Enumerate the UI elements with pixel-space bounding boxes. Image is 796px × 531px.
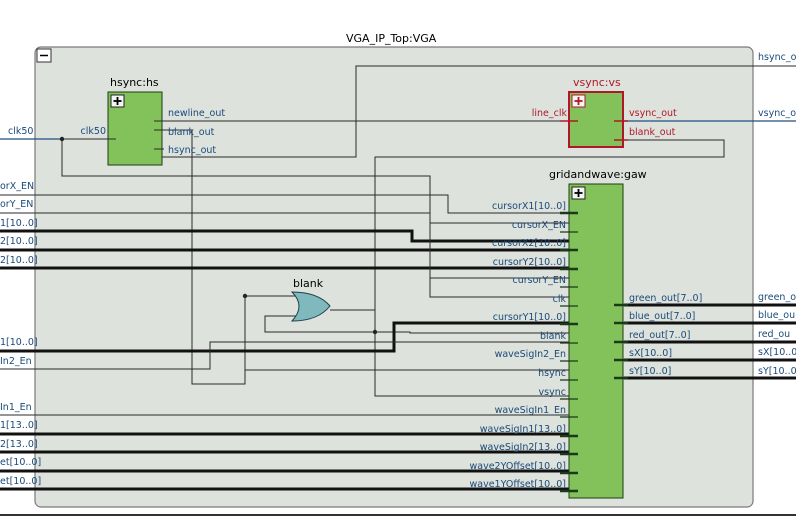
- right-ports: hsync_ou vsync_ou green_ou blue_ou red_o…: [758, 52, 796, 377]
- left-port-10: 2[13..0]: [0, 439, 38, 450]
- right-port-green: green_ou: [758, 292, 796, 303]
- left-ports: clk50 orX_EN orY_EN 1[10..0] 2[10..0] 2[…: [0, 126, 41, 487]
- gaw-in-label: wave1YOffset[10..0]: [469, 479, 566, 490]
- minus-icon[interactable]: [36, 48, 52, 63]
- left-port-6: 1[10..0]: [0, 337, 38, 348]
- hs-out-0: newline_out: [168, 108, 225, 119]
- gaw-in-label: cursorY_EN: [513, 275, 566, 286]
- gaw-title: gridandwave:gaw: [549, 168, 647, 181]
- gaw-in-label: waveSigIn2_En: [495, 349, 566, 360]
- right-port-blue: blue_ou: [758, 310, 795, 321]
- hs-title: hsync:hs: [110, 76, 159, 89]
- gaw-in-label: waveSigIn1_En: [495, 405, 566, 416]
- gridandwave-block[interactable]: gridandwave:gaw cursorX1[10..0] cursorX_E…: [469, 168, 702, 499]
- gaw-out-label: red_out[7..0]: [629, 330, 690, 341]
- right-port-sx: sX[10..0: [758, 347, 796, 358]
- gate-title: blank: [293, 277, 324, 290]
- gaw-in-label: waveSigIn2[13..0]: [480, 442, 566, 453]
- gaw-in-label: waveSigIn1[13..0]: [480, 424, 566, 435]
- left-port-4: 2[10..0]: [0, 236, 38, 247]
- left-port-7: In2_En: [0, 356, 32, 367]
- gaw-out-label: blue_out[7..0]: [629, 311, 695, 322]
- top-module-title: VGA_IP_Top:VGA: [346, 32, 437, 45]
- vs-title: vsync:vs: [573, 76, 621, 89]
- vs-out-0: vsync_out: [629, 108, 677, 119]
- gaw-in-label: cursorY1[10..0]: [493, 312, 566, 323]
- plus-icon[interactable]: [110, 94, 125, 108]
- gaw-in-label: cursorY2[10..0]: [493, 257, 566, 268]
- hsync-block[interactable]: hsync:hs clk50 newline_out blank_out hsy…: [81, 76, 226, 166]
- vsync-block[interactable]: vsync:vs line_clk vsync_out blank_out: [532, 76, 677, 148]
- left-port-11: et[10..0]: [0, 457, 41, 468]
- left-port-8: In1_En: [0, 402, 32, 413]
- or-gate-blank[interactable]: blank: [290, 277, 331, 322]
- hs-in-0: clk50: [81, 126, 106, 137]
- gaw-in-label: cursorX_EN: [512, 220, 566, 231]
- left-port-5: 2[10..0]: [0, 255, 38, 266]
- gaw-in-label: wave2YOffset[10..0]: [469, 461, 566, 472]
- vs-in-0: line_clk: [532, 108, 568, 119]
- gaw-in-label: cursorX1[10..0]: [492, 201, 566, 212]
- gaw-out-label: sY[10..0]: [629, 366, 671, 377]
- left-port-9: 1[13..0]: [0, 420, 38, 431]
- right-port-red: red_ou: [758, 329, 790, 340]
- gaw-in-label: clk: [553, 294, 567, 305]
- left-port-clk50: clk50: [8, 126, 33, 137]
- gaw-out-label: sX[10..0]: [629, 348, 672, 359]
- right-port-sy: sY[10..0: [758, 366, 796, 377]
- left-port-3: 1[10..0]: [0, 218, 38, 229]
- gaw-in-label: vsync: [539, 387, 566, 398]
- left-port-2: orY_EN: [0, 199, 33, 210]
- wires: [0, 65, 796, 491]
- plus-icon[interactable]: [571, 94, 586, 108]
- gaw-out-label: green_out[7..0]: [629, 293, 702, 304]
- gaw-in-label: cursorX2[10..0]: [492, 238, 566, 249]
- hs-out-2: hsync_out: [168, 145, 216, 156]
- left-port-1: orX_EN: [0, 181, 34, 192]
- plus-icon[interactable]: [571, 186, 586, 200]
- left-port-12: et[10..0]: [0, 476, 41, 487]
- vs-out-1: blank_out: [629, 127, 676, 138]
- right-port-hsync: hsync_ou: [758, 52, 796, 63]
- hs-out-1: blank_out: [168, 127, 215, 138]
- right-port-vsync: vsync_ou: [758, 108, 796, 119]
- gaw-in-label: blank: [540, 331, 567, 342]
- gaw-in-label: hsync: [538, 368, 566, 379]
